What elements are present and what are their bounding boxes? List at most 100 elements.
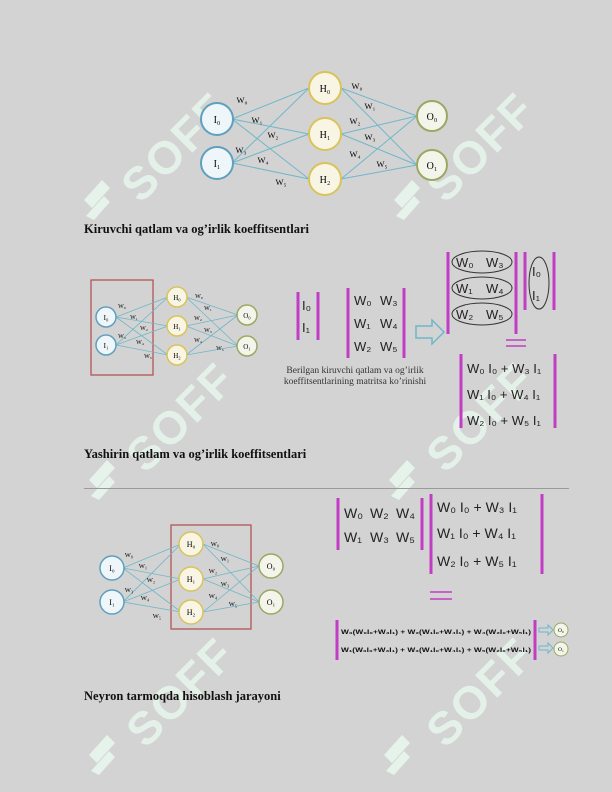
matrix-cell: W₂ <box>354 339 371 354</box>
column-ellipse <box>528 256 550 310</box>
output-label: O₁ <box>243 343 251 351</box>
hidden-node <box>308 162 342 196</box>
matrix-cell: W₃ <box>380 293 398 308</box>
weight-label: W₁ <box>139 563 147 570</box>
output-label: O₀ <box>243 312 251 320</box>
hidden-label: H₁ <box>173 323 181 331</box>
row-ellipse <box>451 302 513 326</box>
output-node <box>553 641 569 657</box>
matrix-cell: W₁ <box>344 529 362 545</box>
input-layer-frame <box>90 279 154 376</box>
weight-label: W₃ <box>236 145 247 155</box>
weight-label: W₂ <box>194 316 202 322</box>
arrow-right-icon <box>538 641 554 655</box>
output-node <box>236 304 258 326</box>
input-label: I₁ <box>104 342 109 350</box>
result-cell: W₀ I₀ + W₃ I₁ <box>467 361 542 376</box>
output-label: O₁ <box>427 161 438 172</box>
weight-label: W₀ <box>211 541 219 548</box>
output-label: O₀ <box>267 562 276 571</box>
row-ellipse <box>451 250 513 274</box>
weight-label: W₃ <box>221 581 229 588</box>
matrix-cell: W₀ <box>354 293 372 308</box>
weight-label: W₅ <box>153 613 161 620</box>
figure-caption: Kiruvchi qatlam va og’irlik koeffitsentl… <box>84 222 309 236</box>
hidden-node <box>166 315 188 337</box>
output-node <box>416 100 448 132</box>
hidden-node <box>166 344 188 366</box>
hidden-node <box>308 117 342 151</box>
hidden-node <box>178 531 204 557</box>
figure-note-line: Berilgan kiruvchi qatlam va og’irlik <box>286 366 424 376</box>
weight-label: W₀ <box>125 552 133 559</box>
input-label: I₁ <box>214 159 221 170</box>
network-diagram-input-highlight: I₀ I₁ H₀ H₁ H₂ O₀ O₁ W₀ W₁ W₂ W₃ W₄ W₅ W… <box>90 279 258 376</box>
weight-label: W₁ <box>365 101 376 111</box>
weight-label: W₅ <box>377 159 388 169</box>
weight-label: W₂ <box>268 130 279 140</box>
figure-caption: Yashirin qatlam va og’irlik koeffitsentl… <box>84 447 307 461</box>
weight-label: W₀ <box>352 81 363 91</box>
matrix-cell: W₀ <box>456 255 474 270</box>
weight-label: W₅ <box>229 601 237 608</box>
weight-label: W₃ <box>125 587 133 594</box>
output-label: O₁ <box>267 598 276 607</box>
input-label: I₁ <box>109 598 115 607</box>
matrix-cell: W₅ <box>486 307 504 322</box>
input-node <box>95 334 117 356</box>
input-node <box>95 306 117 328</box>
matrix-cell: W₀ <box>344 505 363 521</box>
output-label: O₀ <box>558 628 564 634</box>
output-label: O₁ <box>558 647 564 653</box>
weight-label: W₅ <box>276 177 287 187</box>
figure-caption: Neyron tarmoqda hisoblash jarayoni <box>84 689 281 703</box>
input-node <box>200 102 234 136</box>
divider <box>84 488 569 489</box>
weight-label: W₂ <box>350 116 361 126</box>
vector-cell: I₀ <box>302 298 311 313</box>
result-cell: W₂ I₀ + W₅ I₁ <box>467 413 541 428</box>
matrix-cell: W₅ <box>396 529 415 545</box>
weight-label: W₀ <box>118 304 126 310</box>
matrix-cell: W₄ <box>380 316 398 331</box>
hidden-label: H₂ <box>187 608 196 617</box>
output-node <box>258 553 284 579</box>
weight-label: W₂ <box>140 326 148 332</box>
vector-cell: W₂ I₀ + W₅ I₁ <box>437 553 517 569</box>
hidden-label: H₂ <box>173 352 181 360</box>
figure-note-line: koeffitsentlarining matritsa ko’rinishi <box>283 377 427 387</box>
matrix-cell: W₃ <box>370 529 389 545</box>
matrix-cell: W₃ <box>486 255 504 270</box>
watermark-logo-icon <box>384 735 410 775</box>
weight-label: W₄ <box>141 595 150 602</box>
weight-label: W₁ <box>252 115 263 125</box>
input-node <box>99 589 125 615</box>
output-label: O₀ <box>427 112 438 123</box>
matrix-figure-input: I₀ I₁ W₀ W₃ W₁ W₄ W₂ W₅ W₀ W₃ W₁ W₄ W₂ W… <box>296 250 557 428</box>
watermark-logo-icon <box>89 735 115 775</box>
weight-label: W₄ <box>194 338 202 344</box>
weight-label: W₂ <box>209 568 217 575</box>
weight-label: W₂ <box>147 577 155 584</box>
hidden-label: H₁ <box>187 575 196 584</box>
matrix-cell: W₄ <box>486 281 504 296</box>
input-label: I₀ <box>109 564 115 573</box>
matrix-cell: W₂ <box>370 505 389 521</box>
input-label: I₀ <box>214 115 221 126</box>
matrix-cell: W₁ <box>456 281 473 296</box>
vector-cell: I₁ <box>532 288 541 303</box>
hidden-node <box>178 599 204 625</box>
weight-label: W₁ <box>204 306 212 312</box>
matrix-cell: W₁ <box>354 316 371 331</box>
weight-label: W₅ <box>144 354 152 360</box>
row-ellipse <box>451 276 513 300</box>
vector-cell: I₀ <box>532 264 541 279</box>
matrix-cell: W₂ <box>456 307 473 322</box>
weight-label: W₃ <box>204 328 212 334</box>
input-label: I₀ <box>104 314 109 322</box>
hidden-label: H₂ <box>320 175 331 186</box>
hidden-node <box>308 71 342 105</box>
weight-label: W₄ <box>136 340 144 346</box>
formula-figure: W₀(W₀I₀+W₃I₁) + W₂(W₁I₀+W₄I₁) + W₄(W₂I₀+… <box>335 620 569 660</box>
output-node <box>416 149 448 181</box>
